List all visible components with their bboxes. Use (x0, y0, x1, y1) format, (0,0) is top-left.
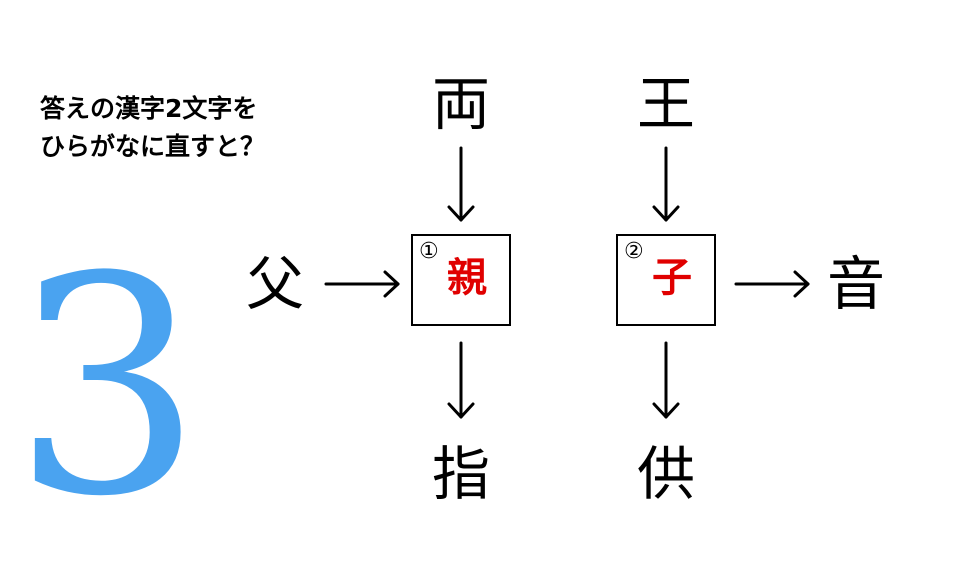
puzzle1-bottom-kanji: 指 (431, 440, 490, 508)
prompt-line-1: 答えの漢字2文字を (40, 94, 258, 123)
puzzle1-top-kanji: 両 (431, 70, 490, 138)
puzzle2-answer: 子 (652, 255, 692, 301)
puzzle2-right-kanji: 音 (826, 250, 885, 318)
arrow-top-1 (447, 146, 475, 222)
arrow-top-2 (652, 146, 680, 222)
puzzle1-box-number: ① (419, 239, 439, 264)
arrow-left-1 (324, 270, 400, 298)
puzzle1-answer: 親 (447, 255, 487, 301)
puzzle1-left-kanji: 父 (245, 250, 304, 318)
puzzle2-answer-box: ② 子 (616, 234, 716, 326)
arrow-layer (324, 146, 810, 419)
puzzle2-top-kanji: 王 (636, 70, 695, 138)
prompt-line-2: ひらがなに直すと？ (40, 132, 266, 161)
arrow-bottom-2 (652, 341, 680, 419)
puzzle-number: 3 (12, 213, 203, 562)
arrow-right-2 (734, 270, 810, 298)
arrow-bottom-1 (447, 341, 475, 419)
puzzle2-bottom-kanji: 供 (636, 440, 695, 508)
puzzle2-box-number: ② (624, 239, 644, 264)
question-prompt: 答えの漢字2文字を ひらがなに直すと？ (40, 90, 265, 166)
puzzle1-answer-box: ① 親 (411, 234, 511, 326)
